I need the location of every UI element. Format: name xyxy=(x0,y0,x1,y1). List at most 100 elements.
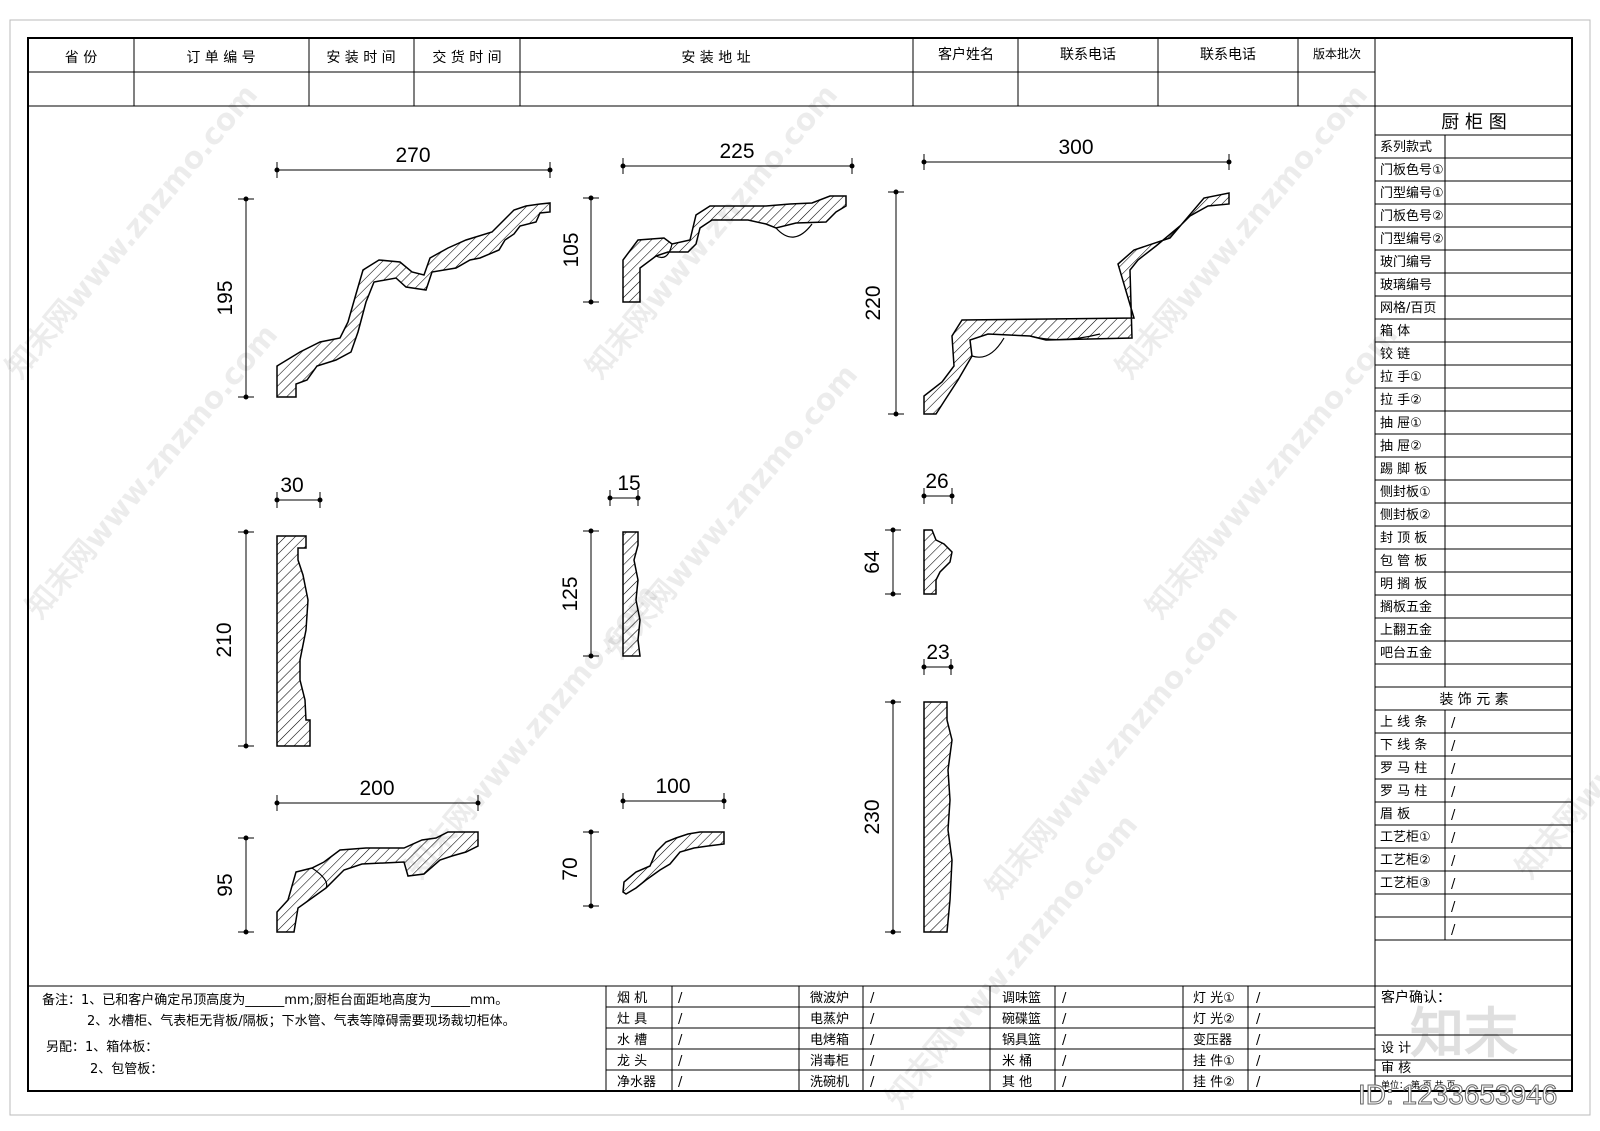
profile-strip-23 xyxy=(923,701,953,933)
dim-width-2: 300 xyxy=(1058,136,1093,159)
bottom-col3-slash-4: / xyxy=(1062,1075,1067,1090)
decor-item-0: 上 线 条 xyxy=(1380,714,1427,730)
bottom-col4-slash-1: / xyxy=(1256,1012,1261,1027)
profile-strip-26 xyxy=(923,529,953,595)
profile-strip-15 xyxy=(622,531,641,657)
bottom-col3-label-2: 锅具篮 xyxy=(1002,1032,1041,1048)
unit-page-label: 单位： 第 页 共 页 xyxy=(1381,1079,1455,1091)
sidebar-item-20: 搁板五金 xyxy=(1380,599,1432,615)
bottom-col3-slash-1: / xyxy=(1062,1012,1067,1027)
bottom-col2-slash-4: / xyxy=(870,1075,875,1090)
decor-item-2: 罗 马 柱 xyxy=(1380,761,1427,776)
bottom-col1-label-4: 净水器 xyxy=(617,1075,656,1090)
note-line-3: 另配：1、箱体板： xyxy=(46,1039,158,1055)
header-table xyxy=(28,38,1572,1091)
bottom-col1-slash-1: / xyxy=(678,1012,683,1027)
bottom-col1-slash-2: / xyxy=(678,1033,683,1048)
bottom-col2-label-3: 消毒柜 xyxy=(810,1054,849,1069)
bottom-col3-label-3: 米 桶 xyxy=(1002,1054,1032,1069)
dimension-lines xyxy=(238,154,1232,935)
dim-width-8: 100 xyxy=(655,775,690,798)
dim-height-6: 230 xyxy=(861,799,884,834)
sidebar-item-8: 箱 体 xyxy=(1380,323,1410,339)
header-province: 省 份 xyxy=(65,50,97,66)
dim-width-7: 200 xyxy=(359,777,394,800)
sidebar-item-7: 网格/百页 xyxy=(1380,300,1436,316)
sidebar-item-10: 拉 手① xyxy=(1380,370,1422,385)
bottom-col1-label-1: 灶 具 xyxy=(617,1012,647,1027)
designer-label: 设 计 xyxy=(1381,1041,1411,1056)
dim-height-4: 125 xyxy=(559,576,582,611)
dim-height-5: 64 xyxy=(861,550,884,574)
bottom-col4-slash-3: / xyxy=(1256,1054,1261,1069)
decor-slash-3: / xyxy=(1451,785,1456,800)
dim-width-3: 30 xyxy=(280,474,303,497)
bottom-table-cells: 烟 机/灶 具/水 槽/龙 头/净水器/微波炉/电蒸炉/电烤箱/消毒柜/洗碗机/… xyxy=(617,991,1261,1090)
bottom-col2-slash-2: / xyxy=(870,1033,875,1048)
dim-width-1: 225 xyxy=(719,140,754,163)
decor-slash-6: / xyxy=(1451,854,1456,869)
watermark-text-6: 知末网www.znzmo.com xyxy=(399,578,665,885)
bottom-col1-label-0: 烟 机 xyxy=(617,991,647,1006)
profile-crown-4 xyxy=(276,831,479,933)
header-phone-1: 联系电话 xyxy=(1060,47,1116,63)
bottom-col2-slash-3: / xyxy=(870,1054,875,1069)
watermark-logo: 知末 xyxy=(1410,1002,1518,1065)
watermark-text-3: 知末网www.znzmo.com xyxy=(19,318,285,625)
inner-frame xyxy=(27,37,1573,1092)
sidebar-item-21: 上翻五金 xyxy=(1380,622,1432,638)
sidebar-item-5: 玻门编号 xyxy=(1380,255,1432,270)
bottom-col2-slash-0: / xyxy=(870,991,875,1006)
bottom-col1-slash-3: / xyxy=(678,1054,683,1069)
dim-height-0: 195 xyxy=(214,280,237,315)
header-install-address: 安 装 地 址 xyxy=(681,50,750,66)
bottom-col4-slash-4: / xyxy=(1256,1075,1261,1090)
sidebar-item-22: 吧台五金 xyxy=(1380,645,1432,661)
sidebar-item-19: 明 搁 板 xyxy=(1380,577,1427,592)
dim-width-6: 23 xyxy=(926,641,949,664)
header-delivery-time: 交 货 时 间 xyxy=(432,49,501,66)
bottom-col3-slash-3: / xyxy=(1062,1054,1067,1069)
bottom-col1-label-2: 水 槽 xyxy=(617,1033,647,1048)
bottom-col1-slash-0: / xyxy=(678,991,683,1006)
outer-frame xyxy=(9,19,1591,1116)
decor-item-1: 下 线 条 xyxy=(1380,737,1427,753)
decor-slash-9: / xyxy=(1451,923,1456,938)
bottom-col2-label-4: 洗碗机 xyxy=(810,1074,849,1090)
note-line-4: 2、包管板： xyxy=(90,1062,163,1077)
decor-slash-4: / xyxy=(1451,808,1456,823)
decor-slash-5: / xyxy=(1451,831,1456,846)
decor-item-7: 工艺柜③ xyxy=(1380,876,1431,891)
watermark-text-5: 知末网www.znzmo.com xyxy=(1139,318,1405,625)
notes: 备注：1、已和客户确定吊顶高度为______mm;厨柜台面距地高度为______… xyxy=(42,992,516,1077)
decor-slash-0: / xyxy=(1451,716,1456,731)
decor-item-6: 工艺柜② xyxy=(1380,853,1431,868)
sidebar-item-13: 抽 屉② xyxy=(1380,439,1422,454)
bottom-col2-label-0: 微波炉 xyxy=(810,991,849,1006)
decor-title: 装 饰 元 素 xyxy=(1439,692,1508,708)
bottom-col3-label-1: 碗碟篮 xyxy=(1002,1011,1041,1027)
header-version: 版本批次 xyxy=(1313,46,1361,61)
sidebar-item-4: 门型编号② xyxy=(1380,232,1444,247)
watermark-text-0: 知末网www.znzmo.com xyxy=(0,78,265,385)
bottom-col4-label-0: 灯 光① xyxy=(1193,991,1235,1006)
sidebar-item-11: 拉 手② xyxy=(1380,393,1422,408)
dim-height-3: 210 xyxy=(213,622,236,657)
decor-item-3: 罗 马 柱 xyxy=(1380,784,1427,799)
customer-confirm-label: 客户确认： xyxy=(1381,989,1451,1006)
bottom-col4-slash-2: / xyxy=(1256,1033,1261,1048)
dim-height-8: 70 xyxy=(559,857,582,880)
decor-slash-7: / xyxy=(1451,877,1456,892)
sidebar-item-0: 系列款式 xyxy=(1380,140,1432,155)
sidebar-item-12: 抽 屉① xyxy=(1380,416,1422,431)
bottom-col3-slash-0: / xyxy=(1062,991,1067,1006)
dim-width-5: 26 xyxy=(925,470,948,493)
bottom-col4-slash-0: / xyxy=(1256,991,1261,1006)
bottom-col2-label-2: 电烤箱 xyxy=(810,1032,849,1048)
bottom-col3-slash-2: / xyxy=(1062,1033,1067,1048)
sidebar-item-15: 侧封板① xyxy=(1380,485,1431,500)
bottom-table xyxy=(28,985,1572,1091)
sidebar-title: 厨 柜 图 xyxy=(1441,112,1506,133)
